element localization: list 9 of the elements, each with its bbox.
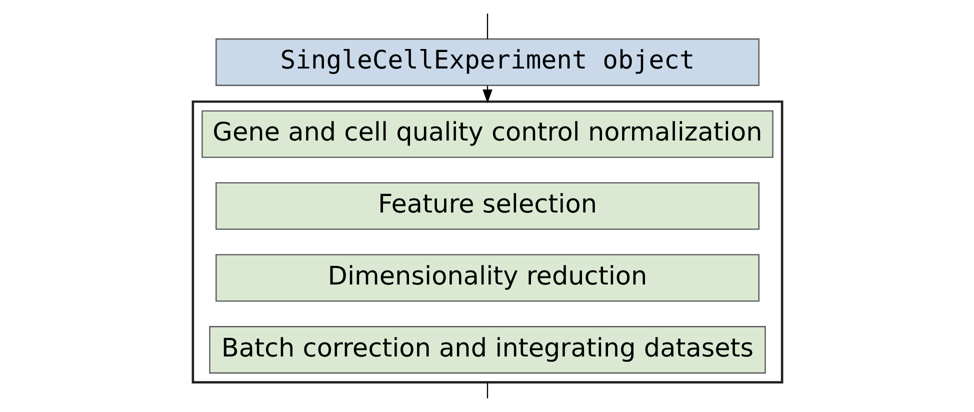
connector [486, 382, 488, 398]
node-box: SingleCellExperiment object [215, 38, 759, 86]
node-box: Feature selection [215, 182, 759, 230]
node-box: Batch correction and integrating datasets [208, 326, 766, 374]
connector [486, 14, 488, 39]
cluster [191, 100, 783, 384]
arrow [482, 86, 492, 104]
node-box: Gene and cell quality control normalization [201, 110, 773, 158]
node-box: Dimensionality reduction [215, 254, 759, 302]
